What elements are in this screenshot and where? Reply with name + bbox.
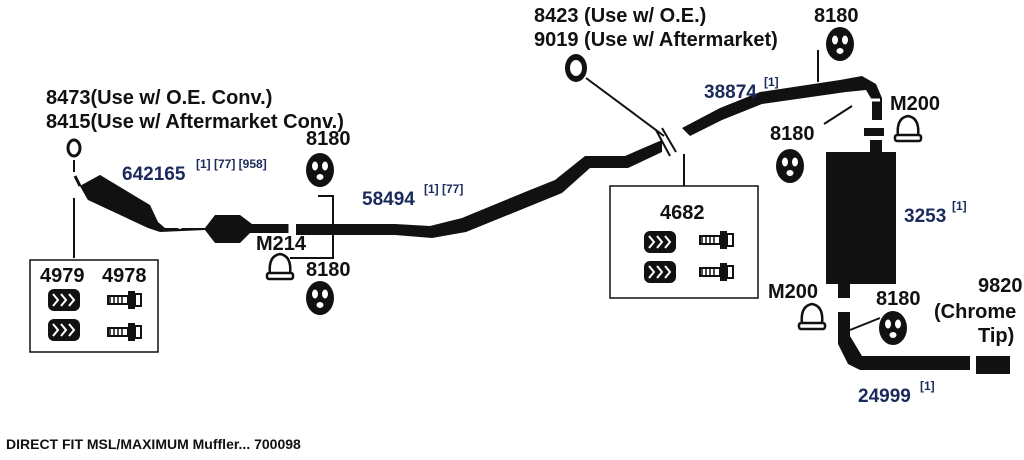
footer-caption: DIRECT FIT MSL/MAXIMUM Muffler... 700098: [6, 436, 301, 452]
refs-38874: [1]: [764, 75, 779, 89]
gasket-ring-8473: [66, 138, 82, 158]
label-3253: 3253: [904, 206, 946, 227]
clamp-m200-b: [797, 302, 827, 331]
label-8180-d: 8180: [770, 123, 815, 145]
label-8180-a: 8180: [306, 128, 351, 150]
hanger-8180-a: [306, 153, 334, 187]
label-9820-tip: Tip): [978, 325, 1014, 347]
refs-24999: [1]: [920, 379, 935, 393]
hanger-8180-e: [879, 311, 907, 345]
label-9820: 9820: [978, 275, 1023, 297]
muffler-3253: [826, 152, 896, 284]
label-8415: 8415(Use w/ Aftermarket Conv.): [46, 111, 344, 133]
label-642165: 642165: [122, 164, 186, 185]
tailpipe-24999: [838, 312, 970, 370]
hanger-8180-c: [826, 27, 854, 61]
label-m214: M214: [256, 233, 307, 255]
label-9820-chrome: (Chrome: [934, 301, 1016, 323]
label-8180-e: 8180: [876, 288, 921, 310]
intermediate-pipe-58494: [296, 140, 662, 238]
refs-58494: [1] [77]: [424, 182, 463, 196]
refs-642165: [1] [77] [958]: [196, 157, 267, 171]
label-4682: 4682: [660, 202, 705, 224]
clamp-m214: [265, 252, 295, 281]
kit-box-4682: [609, 185, 759, 299]
label-8423: 8423 (Use w/ O.E.): [534, 5, 706, 27]
label-8180-c: 8180: [814, 5, 859, 27]
label-38874: 38874: [704, 82, 757, 103]
catalytic-converter-642165: [73, 175, 290, 243]
label-m200-a: M200: [890, 93, 940, 115]
label-4979: 4979: [40, 265, 85, 287]
label-8180-b: 8180: [306, 259, 351, 281]
chrome-tip-9820: [976, 356, 1010, 374]
label-m200-b: M200: [768, 281, 818, 303]
label-4978: 4978: [102, 265, 147, 287]
label-9019: 9019 (Use w/ Aftermarket): [534, 29, 778, 51]
clamp-m200-a: [893, 114, 923, 143]
hanger-8180-b: [306, 281, 334, 315]
label-24999: 24999: [858, 386, 911, 407]
refs-3253: [1]: [952, 199, 967, 213]
pipe-38874: [682, 76, 882, 136]
label-58494: 58494: [362, 189, 415, 210]
kit-box-4979-4978: [29, 259, 159, 353]
hanger-8180-d: [776, 149, 804, 183]
label-8473: 8473(Use w/ O.E. Conv.): [46, 87, 272, 109]
